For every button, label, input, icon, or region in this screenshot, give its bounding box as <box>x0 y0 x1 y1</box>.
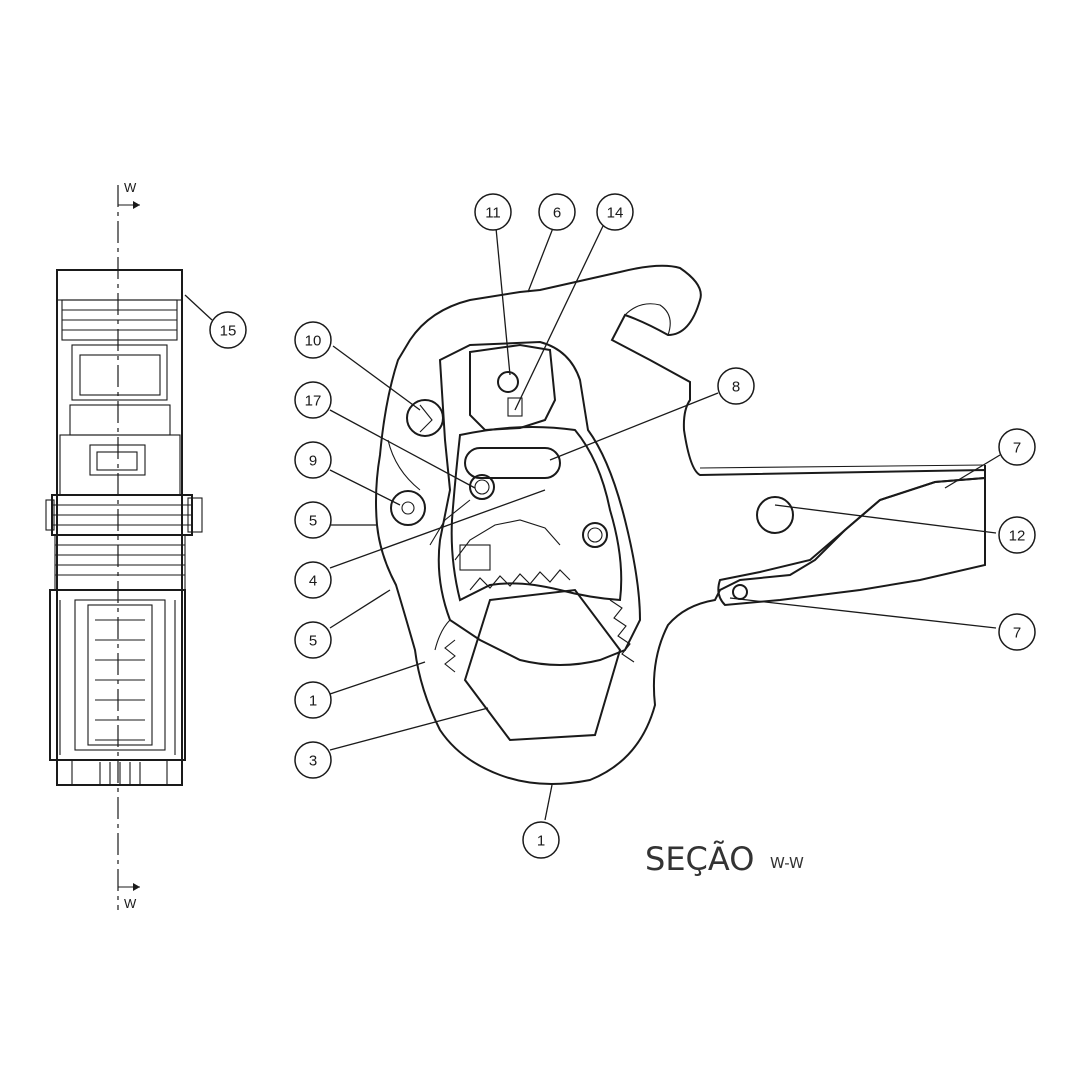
balloon-4: 4 <box>294 561 332 599</box>
svg-text:9: 9 <box>309 453 317 470</box>
balloon-14: 14 <box>596 193 634 231</box>
svg-text:5: 5 <box>309 633 317 650</box>
balloon-5-lower: 5 <box>294 621 332 659</box>
svg-text:3: 3 <box>309 753 317 770</box>
leader-lines <box>184 225 1001 821</box>
side-view <box>45 185 203 910</box>
balloon-1-bottom: 1 <box>522 821 560 859</box>
svg-text:17: 17 <box>305 393 322 410</box>
balloon-1-left: 1 <box>294 681 332 719</box>
section-view <box>375 264 986 785</box>
balloon-10: 10 <box>294 321 332 359</box>
balloon-7-top: 7 <box>998 428 1036 466</box>
svg-text:10: 10 <box>305 333 322 350</box>
balloon-6: 6 <box>538 193 576 231</box>
svg-text:7: 7 <box>1013 625 1021 642</box>
svg-text:6: 6 <box>553 205 561 222</box>
svg-text:12: 12 <box>1009 528 1026 545</box>
balloon-5-upper: 5 <box>294 501 332 539</box>
section-mark-bottom: W <box>124 896 137 911</box>
section-caption: SEÇÃO <box>645 840 754 878</box>
balloon-9: 9 <box>294 441 332 479</box>
balloon-7-bottom: 7 <box>998 613 1036 651</box>
balloon-15: 15 <box>209 311 247 349</box>
balloon-11: 11 <box>474 193 512 231</box>
svg-text:1: 1 <box>537 833 545 850</box>
section-mark-top: W <box>124 180 137 195</box>
svg-text:4: 4 <box>309 573 317 590</box>
svg-text:14: 14 <box>607 205 624 222</box>
svg-text:7: 7 <box>1013 440 1021 457</box>
svg-text:15: 15 <box>220 323 237 340</box>
svg-text:8: 8 <box>732 379 740 396</box>
balloon-8: 8 <box>717 367 755 405</box>
section-caption-view: W-W <box>770 854 804 872</box>
svg-text:1: 1 <box>309 693 317 710</box>
svg-text:5: 5 <box>309 513 317 530</box>
balloon-17: 17 <box>294 381 332 419</box>
balloon-12: 12 <box>998 516 1036 554</box>
svg-text:11: 11 <box>485 205 501 222</box>
balloon-3: 3 <box>294 741 332 779</box>
